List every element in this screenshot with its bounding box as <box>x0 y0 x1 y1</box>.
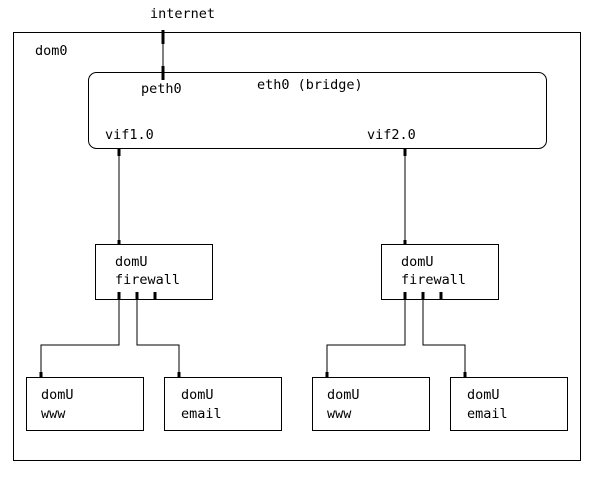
internet-label: internet <box>150 6 215 22</box>
vif1-label: vif1.0 <box>105 127 154 143</box>
dom0-label: dom0 <box>35 43 68 59</box>
left-www-box <box>26 377 144 431</box>
left-email-link <box>136 295 180 377</box>
right-www-link <box>326 295 406 377</box>
right-email-link <box>422 295 466 377</box>
left-email-line1: domU <box>181 387 214 403</box>
right-www-box <box>312 377 430 431</box>
left-firewall-line2: firewall <box>115 272 180 288</box>
left-www-line1: domU <box>41 387 74 403</box>
left-email-line2: email <box>181 406 222 422</box>
left-email-box <box>164 377 282 431</box>
bridge-box <box>88 72 547 149</box>
right-www-line2: www <box>327 406 352 422</box>
dom0-box <box>13 32 581 461</box>
vif2-label: vif2.0 <box>367 127 416 143</box>
bridge-label: eth0 (bridge) <box>257 77 363 93</box>
right-email-line2: email <box>467 406 508 422</box>
right-email-box <box>450 377 568 431</box>
right-firewall-line1: domU <box>401 254 434 270</box>
right-email-line1: domU <box>467 387 500 403</box>
left-firewall-line1: domU <box>115 254 148 270</box>
right-firewall-line2: firewall <box>401 272 466 288</box>
left-www-line2: www <box>41 406 66 422</box>
right-www-line1: domU <box>327 387 360 403</box>
peth0-label: peth0 <box>141 81 182 97</box>
left-www-link <box>40 295 120 377</box>
